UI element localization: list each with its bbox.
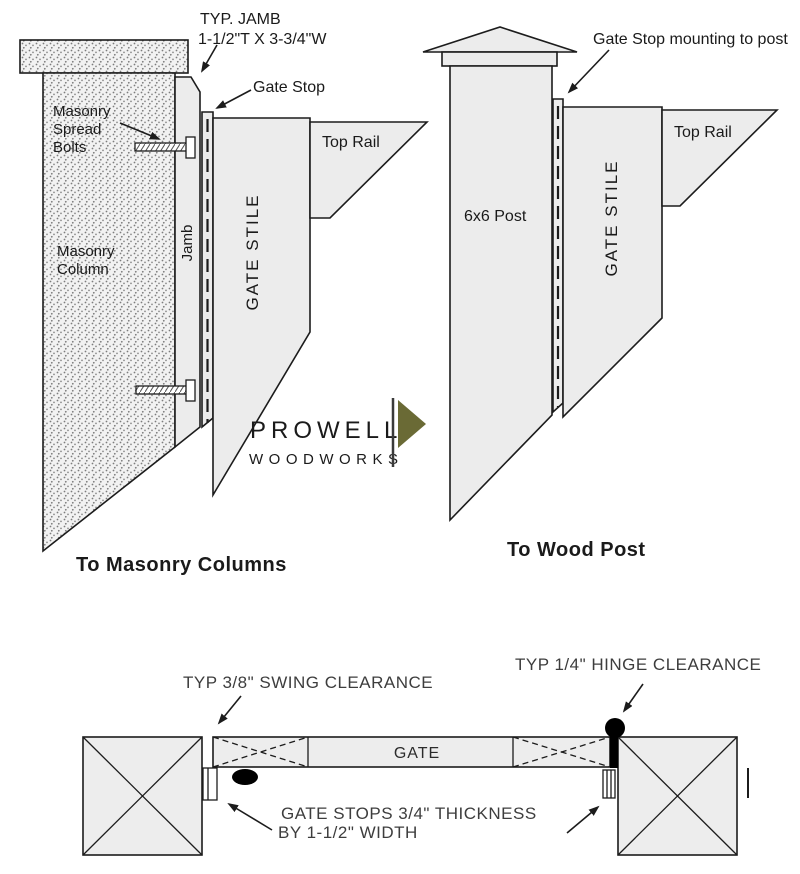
mounting-leader-arrow xyxy=(567,49,610,94)
gate-stops-note-line2: BY 1-1/2" WIDTH xyxy=(278,823,418,842)
swing-clearance-arrow xyxy=(217,695,242,725)
gate-plan-bar: GATE xyxy=(212,736,611,768)
hinge-side-gate-stop xyxy=(602,769,616,799)
bolts-label-line2: Spread xyxy=(53,121,101,138)
gate-stile-board xyxy=(562,106,663,419)
bolts-label-line1: Masonry xyxy=(53,103,111,120)
latch-post-section xyxy=(82,736,203,856)
logo-tagline-text: WOODWORKS xyxy=(249,451,404,468)
column-label-line2: Column xyxy=(57,261,109,278)
jamb-board xyxy=(174,76,201,449)
post-label: 6x6 Post xyxy=(464,208,527,225)
gate-stops-right-arrow xyxy=(566,805,600,834)
logo-triangle-icon xyxy=(398,400,426,448)
typ-jamb-note-line1: TYP. JAMB xyxy=(200,11,281,28)
wood-diagram-title: To Wood Post xyxy=(507,539,646,561)
masonry-bolt-lower xyxy=(135,379,196,402)
jamb-leader-arrow xyxy=(201,44,218,73)
gate-stops-left-arrow xyxy=(227,802,273,831)
swing-clearance-note: TYP 3/8" SWING CLEARANCE xyxy=(183,673,433,692)
left-stile-x xyxy=(212,736,309,768)
logo-name-text: PROWELL xyxy=(250,417,402,444)
masonry-cap xyxy=(19,39,189,74)
hinge-knuckle xyxy=(605,718,625,738)
latch-dot xyxy=(232,769,258,785)
jamb-vertical-label: Jamb xyxy=(179,225,196,262)
top-rail-board xyxy=(309,121,429,219)
top-rail-label: Top Rail xyxy=(674,124,732,141)
masonry-diagram: TYP. JAMB 1-1/2"T X 3-3/4"W Gate Stop Ma… xyxy=(19,11,429,576)
gate-stop-label: Gate Stop xyxy=(253,79,325,96)
latch-side-gate-stop xyxy=(202,767,218,801)
wood-post xyxy=(449,65,553,522)
post-cap-collar xyxy=(441,51,558,67)
plan-view-diagram: GATE TYP 3/8" SWING CLEARANCE TYP 1/4" H… xyxy=(82,655,761,856)
hinge-clearance-note: TYP 1/4" HINGE CLEARANCE xyxy=(515,655,761,674)
gate-plan-label: GATE xyxy=(394,745,440,762)
hinge-post-section xyxy=(617,736,738,856)
column-label-line1: Masonry xyxy=(57,243,115,260)
gate-stop-mounting-note: Gate Stop mounting to post xyxy=(593,31,788,48)
gate-stile-vertical-label: GATE STILE xyxy=(602,160,621,277)
masonry-diagram-title: To Masonry Columns xyxy=(76,554,287,576)
right-stile-x xyxy=(512,736,611,768)
top-rail-board xyxy=(661,109,779,207)
gate-stops-note-line1: GATE STOPS 3/4" THICKNESS xyxy=(281,804,537,823)
masonry-bolt-upper xyxy=(134,136,196,159)
wood-post-diagram: Gate Stop mounting to post 6x6 Post GATE… xyxy=(422,26,788,561)
gate-stop-leader-arrow xyxy=(215,89,252,109)
top-rail-label: Top Rail xyxy=(322,134,380,151)
prowell-logo: PROWELL WOODWORKS xyxy=(249,398,426,468)
hinge-clearance-arrow xyxy=(622,683,644,713)
hinge-leaf-bar xyxy=(610,735,618,768)
left-stile-x xyxy=(212,736,309,768)
gate-stile-board xyxy=(212,117,311,498)
bolts-leader-arrow xyxy=(119,122,161,140)
bolts-label-line3: Bolts xyxy=(53,139,86,156)
typ-jamb-note-line2: 1-1/2"T X 3-3/4"W xyxy=(198,31,327,48)
gate-stile-vertical-label: GATE STILE xyxy=(243,194,262,311)
